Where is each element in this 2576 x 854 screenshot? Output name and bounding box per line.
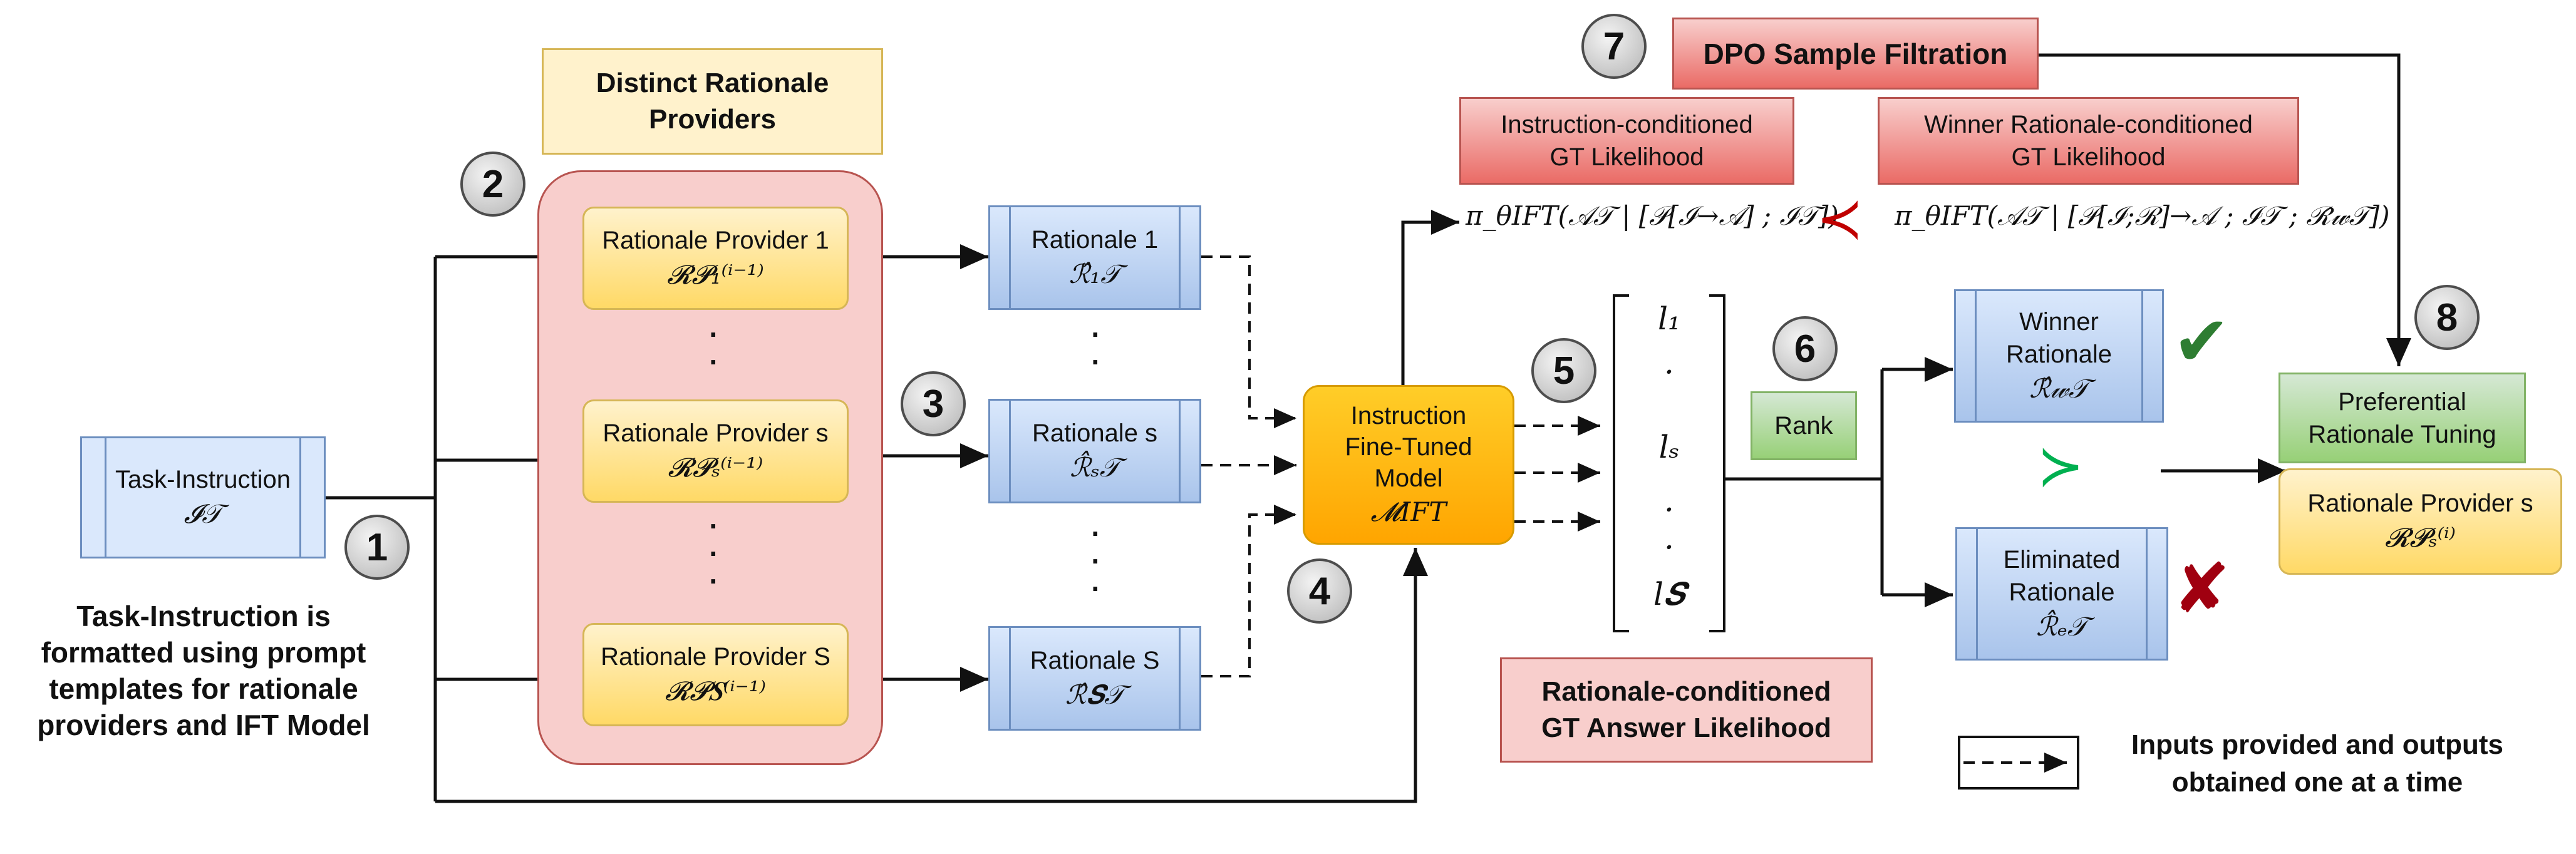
likelihood-ls: lₛ: [1658, 429, 1680, 465]
pref-tuning-box: Preferential Rationale Tuning: [2279, 373, 2526, 463]
succeeds-symbol: ≺: [1816, 186, 1864, 252]
legend-line1: Inputs provided and outputs: [2131, 729, 2503, 760]
winner-line2: Rationale: [2005, 340, 2112, 368]
provider-S-label: Rationale Provider S: [601, 642, 830, 671]
dashed-rationale-1-to-ift: [1201, 255, 1296, 428]
instr-cond-line1: Instruction-conditioned: [1501, 111, 1753, 138]
rationale-cond-gt-box: Rationale-conditioned GT Answer Likeliho…: [1500, 657, 1873, 763]
ift-model-box: Instruction Fine-Tuned Model 𝓜IFT: [1303, 385, 1514, 545]
preference-symbol: ≻: [2037, 433, 2084, 499]
arrow-task-to-ift: [435, 548, 1428, 803]
winner-cond-likelihood-box: Winner Rationale-conditioned GT Likeliho…: [1878, 97, 2299, 185]
task-note-line2: formatted using prompt: [41, 636, 366, 669]
rationale-s-box: Rationale s ℛ̂ₛ𝒯: [988, 399, 1201, 503]
provider-s-symbol: 𝓡𝓟ₛ⁽ⁱ⁻¹⁾: [668, 451, 763, 483]
task-instruction-symbol: 𝓘𝒯: [184, 498, 222, 529]
provider-S-box: Rationale Provider S 𝓡𝓟𝑺⁽ⁱ⁻¹⁾: [582, 623, 849, 726]
formula-instruction-conditioned: π_θIFT(𝒜𝒯 | [𝒫[ℐ→𝒜] ; ℐ𝒯]): [1466, 200, 1839, 231]
step-4-badge: 4: [1287, 558, 1352, 624]
provider-1-symbol: 𝓡𝓟₁⁽ⁱ⁻¹⁾: [667, 259, 764, 290]
rationale-cond-gt-line2: GT Answer Likelihood: [1541, 713, 1831, 743]
ift-model-symbol: 𝓜IFT: [1370, 496, 1447, 527]
eliminated-line2: Rationale: [2009, 578, 2115, 606]
likelihood-vector: l₁ · lₛ · · l𝑺: [1613, 294, 1725, 632]
winner-rationale-box: Winner Rationale ℛ̂𝓌𝒯: [1954, 289, 2164, 423]
pref-tuning-line1: Preferential: [2338, 388, 2466, 416]
winner-symbol: ℛ̂𝓌𝒯: [2029, 373, 2089, 404]
dpo-filtration-box: DPO Sample Filtration: [1672, 18, 2039, 90]
rationale-s-symbol: ℛ̂ₛ𝒯: [1070, 451, 1120, 483]
rationale-cond-gt-line1: Rationale-conditioned: [1541, 676, 1831, 707]
step-6-badge: 6: [1772, 316, 1838, 381]
likelihood-lS: l𝑺: [1653, 576, 1685, 612]
updated-provider-label: Rationale Provider s: [2307, 490, 2533, 517]
eliminated-symbol: ℛ̂ₑ𝒯: [2036, 610, 2087, 642]
rationale-1-label: Rationale 1: [1031, 225, 1159, 254]
arrow-ift-to-formula: [1401, 210, 1459, 388]
provider-s-label: Rationale Provider s: [603, 419, 829, 447]
winner-cond-line1: Winner Rationale-conditioned: [1924, 111, 2253, 138]
provider-S-symbol: 𝓡𝓟𝑺⁽ⁱ⁻¹⁾: [665, 675, 766, 706]
winner-line1: Winner: [2019, 307, 2099, 336]
updated-provider-symbol: 𝓡𝓟ₛ⁽ⁱ⁾: [2385, 522, 2456, 553]
winner-cond-line2: GT Likelihood: [2011, 143, 2166, 171]
likelihood-dot-2: ·: [1664, 491, 1674, 528]
ift-model-line2: Fine-Tuned: [1345, 433, 1472, 461]
dpo-filtration-label: DPO Sample Filtration: [1703, 37, 2008, 70]
task-instruction-box: Task-Instruction 𝓘𝒯: [80, 436, 326, 558]
rationale-1-symbol: ℛ̂₁𝒯: [1068, 258, 1121, 289]
legend-text: Inputs provided and outputs obtained one…: [2092, 726, 2543, 801]
cross-icon: ✘: [2172, 548, 2231, 629]
task-note-line4: providers and IFT Model: [37, 709, 370, 741]
step-5-badge: 5: [1531, 338, 1596, 403]
provider-ellipsis-top: ··: [709, 318, 719, 378]
eliminated-line1: Eliminated: [2003, 545, 2121, 574]
provider-1-box: Rationale Provider 1 𝓡𝓟₁⁽ⁱ⁻¹⁾: [582, 207, 849, 310]
formula-winner-conditioned: π_θIFT(𝒜𝒯 | [𝒫[ℐ;ℛ]→𝒜 ; ℐ𝒯 ; ℛ̂𝓌𝒯]): [1895, 200, 2390, 231]
instr-cond-line2: GT Likelihood: [1549, 143, 1704, 171]
rank-box: Rank: [1751, 391, 1857, 460]
check-icon: ✔: [2172, 301, 2231, 381]
step-7-badge: 7: [1581, 14, 1647, 79]
step-3-badge: 3: [901, 371, 966, 436]
rationale-ellipsis-top: ··: [1091, 318, 1101, 378]
legend-line2: obtained one at a time: [2171, 767, 2463, 798]
rationale-S-symbol: ℛ̂𝑺𝒯: [1065, 679, 1125, 710]
ift-model-line3: Model: [1374, 464, 1443, 492]
rank-label: Rank: [1774, 412, 1833, 440]
updated-provider-box: Rationale Provider s 𝓡𝓟ₛ⁽ⁱ⁾: [2279, 468, 2562, 575]
rationale-s-label: Rationale s: [1032, 419, 1158, 447]
rationale-1-box: Rationale 1 ℛ̂₁𝒯: [988, 205, 1201, 310]
ift-model-line1: Instruction: [1350, 401, 1467, 430]
rationale-S-box: Rationale S ℛ̂𝑺𝒯: [988, 626, 1201, 731]
provider-ellipsis-bottom: ···: [709, 510, 719, 597]
pref-tuning-line2: Rationale Tuning: [2308, 420, 2496, 448]
likelihood-dot-3: ·: [1664, 529, 1674, 565]
arrow-dpo-to-tuning: [2039, 53, 2411, 366]
likelihood-dot-1: ·: [1664, 354, 1674, 390]
distinct-providers-title-box: Distinct Rationale Providers: [542, 48, 883, 155]
eliminated-rationale-box: Eliminated Rationale ℛ̂ₑ𝒯: [1955, 527, 2168, 661]
task-note: Task-Instruction is formatted using prom…: [9, 598, 398, 743]
provider-1-label: Rationale Provider 1: [602, 226, 829, 254]
step-2-badge: 2: [460, 152, 525, 217]
task-instruction-label: Task-Instruction: [115, 465, 291, 493]
task-note-line3: templates for rationale: [49, 672, 358, 705]
legend-frame: [1958, 736, 2079, 790]
dashed-rationale-S-to-ift: [1201, 505, 1296, 677]
rationale-S-label: Rationale S: [1030, 646, 1160, 674]
step-1-badge: 1: [344, 515, 410, 580]
likelihood-l1: l₁: [1657, 301, 1681, 337]
task-note-line1: Task-Instruction is: [76, 600, 331, 632]
instr-cond-likelihood-box: Instruction-conditioned GT Likelihood: [1459, 97, 1794, 185]
provider-s-box: Rationale Provider s 𝓡𝓟ₛ⁽ⁱ⁻¹⁾: [582, 399, 849, 503]
rationale-ellipsis-bottom: ···: [1091, 517, 1101, 605]
distinct-providers-title: Distinct Rationale Providers: [596, 68, 829, 135]
step-8-badge: 8: [2414, 285, 2480, 350]
